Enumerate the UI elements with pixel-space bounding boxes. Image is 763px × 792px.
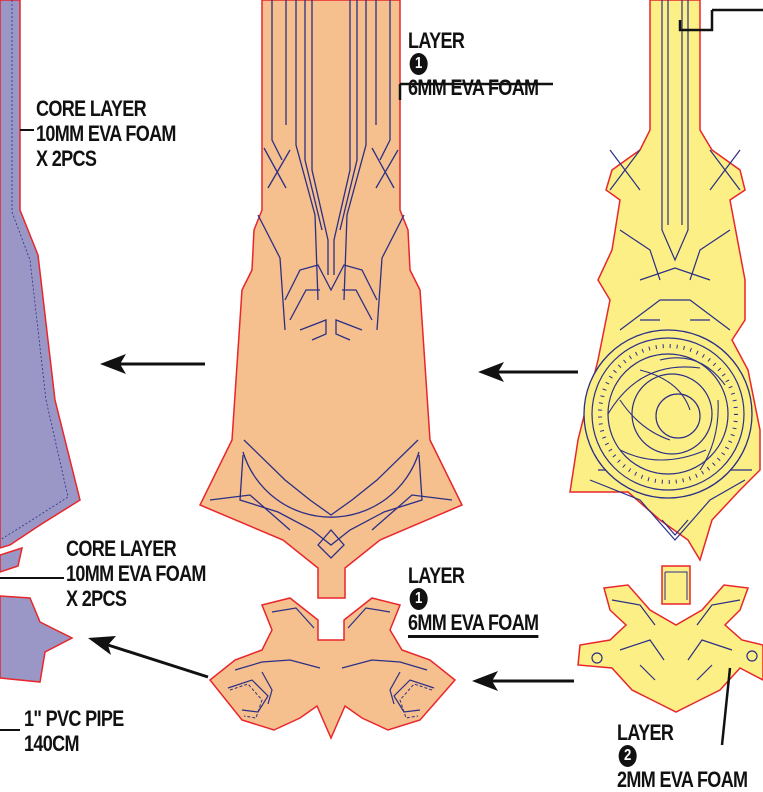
layer1-guard xyxy=(208,597,457,740)
arrow-layer1-to-core-top xyxy=(100,354,205,374)
layer2-blade xyxy=(569,0,763,562)
arrow-layer2-to-layer1-top xyxy=(478,362,578,382)
layer2-guard xyxy=(577,565,763,746)
layer-number-badge: 2 xyxy=(618,745,637,767)
arrows xyxy=(88,354,578,691)
core-layer-blade xyxy=(0,0,81,549)
pattern-diagram xyxy=(0,0,763,746)
layer-number-badge: 1 xyxy=(409,53,428,75)
layer2-medallion xyxy=(583,329,753,499)
label-core-layer-bottom: CORE LAYER 10MM EVA FOAM X 2PCS xyxy=(66,536,206,611)
arrow-layer1-to-core-bottom xyxy=(88,636,209,679)
arrow-layer2-to-layer1-bottom xyxy=(472,671,574,691)
label-pvc-pipe: 1" PVC PIPE 140CM xyxy=(24,706,124,756)
layer-number-badge: 1 xyxy=(409,588,428,610)
label-core-layer-top: CORE LAYER 10MM EVA FOAM X 2PCS xyxy=(36,96,176,171)
core-layer-guard xyxy=(0,546,74,683)
layer1-blade xyxy=(198,0,464,599)
